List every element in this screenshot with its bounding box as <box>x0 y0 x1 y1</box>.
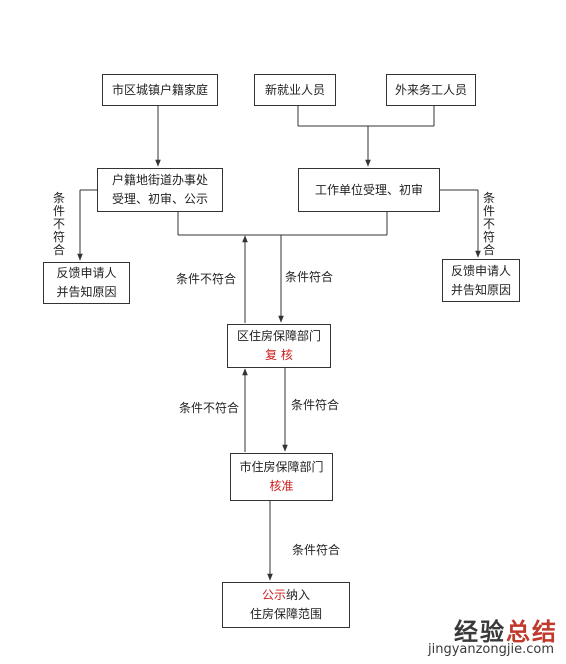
node-feedback-left-line2: 并告知原因 <box>56 285 117 299</box>
node-publish-line1: 公示纳入 <box>262 586 310 605</box>
node-feedback-right-line1: 反馈申请人 <box>450 263 511 278</box>
node-feedback-left-line1: 反馈申请人 <box>56 266 117 280</box>
watermark-en: jingyanzongjie.com <box>427 642 554 657</box>
node-city-housing-line2: 核准 <box>269 479 294 493</box>
label-unqualified-1: 条件不符合 <box>176 272 237 286</box>
node-new-employee: 新就业人员 <box>254 74 336 106</box>
node-publish: 公示纳入 住房保障范围 <box>222 582 350 628</box>
watermark-cn-part2: 总结 <box>506 618 558 646</box>
node-district-housing-line2: 复 核 <box>265 348 293 362</box>
label-qualified-1: 条件符合 <box>285 270 334 284</box>
node-feedback-right-line2: 并告知原因 <box>450 282 511 297</box>
label-qualified-3: 条件符合 <box>292 543 341 557</box>
node-migrant-worker: 外来务工人员 <box>386 74 476 106</box>
watermark-cn: 经验总结 <box>454 612 558 647</box>
node-feedback-left: 反馈申请人 并告知原因 <box>43 262 130 304</box>
node-employer-text: 工作单位受理、初审 <box>314 182 423 197</box>
node-street-office-line2: 受理、初审、公示 <box>111 192 208 206</box>
node-urban-household-text: 市区城镇户籍家庭 <box>111 82 208 97</box>
node-migrant-worker-text: 外来务工人员 <box>394 82 467 97</box>
node-urban-household: 市区城镇户籍家庭 <box>102 74 218 106</box>
label-qualified-2: 条件符合 <box>291 398 340 412</box>
label-unqualified-left-vertical: 条件不符合 <box>52 191 65 257</box>
node-publish-line2: 住房保障范围 <box>249 607 322 621</box>
watermark: 经验总结 jingyanzongjie.com <box>408 612 558 660</box>
node-feedback-right: 反馈申请人 并告知原因 <box>442 259 520 302</box>
node-employer: 工作单位受理、初审 <box>298 168 440 212</box>
node-district-housing-line1: 区住房保障部门 <box>236 329 321 343</box>
label-unqualified-right-vertical: 条件不符合 <box>482 191 495 257</box>
label-unqualified-2: 条件不符合 <box>179 401 240 415</box>
node-street-office-line1: 户籍地街道办事处 <box>111 173 208 187</box>
watermark-cn-part1: 经验 <box>454 618 506 646</box>
node-publish-rest-text: 纳入 <box>286 588 311 602</box>
node-publish-red-text: 公示 <box>261 588 286 602</box>
node-city-housing-line1: 市住房保障部门 <box>239 460 324 474</box>
node-street-office: 户籍地街道办事处 受理、初审、公示 <box>97 168 223 212</box>
node-new-employee-text: 新就业人员 <box>264 82 325 97</box>
node-city-housing: 市住房保障部门 核准 <box>230 453 333 501</box>
node-district-housing: 区住房保障部门 复 核 <box>227 324 331 368</box>
